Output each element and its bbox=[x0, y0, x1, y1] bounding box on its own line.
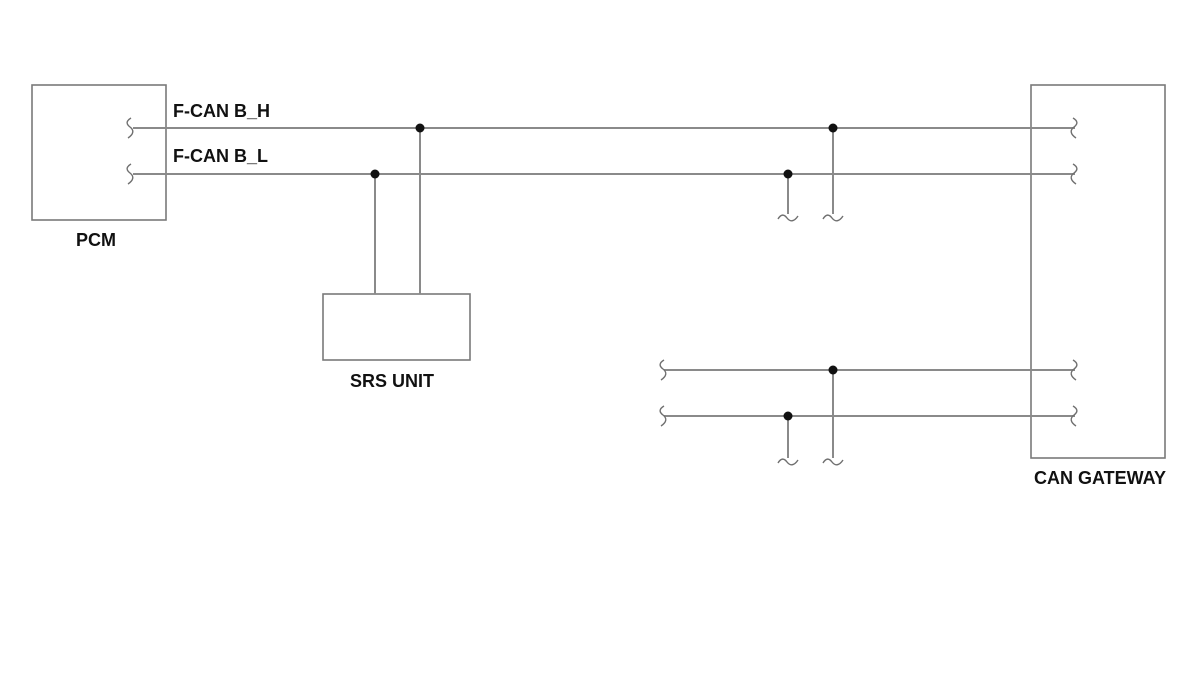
junction-dot bbox=[370, 169, 380, 179]
srs-unit-label: SRS UNIT bbox=[350, 371, 434, 391]
wire-break-icon bbox=[1070, 163, 1078, 185]
junction-dot bbox=[783, 169, 793, 179]
pcm-box bbox=[31, 84, 167, 221]
wire-break-icon bbox=[1070, 405, 1078, 427]
f-can-b-h-label: F-CAN B_H bbox=[173, 101, 270, 121]
wire-break-icon bbox=[659, 405, 667, 427]
wire-break-icon bbox=[126, 117, 134, 139]
can-gateway-box bbox=[1030, 84, 1166, 459]
wire-break-icon bbox=[777, 458, 799, 466]
junction-dot bbox=[415, 123, 425, 133]
wire-break-icon bbox=[1070, 117, 1078, 139]
f-can-b-l-label: F-CAN B_L bbox=[173, 146, 268, 166]
wire-break-icon bbox=[777, 214, 799, 222]
wire-break-icon bbox=[822, 458, 844, 466]
pcm-label: PCM bbox=[76, 230, 116, 250]
wire-break-icon bbox=[659, 359, 667, 381]
junction-dot bbox=[828, 365, 838, 375]
junction-dot bbox=[783, 411, 793, 421]
wire-break-icon bbox=[1070, 359, 1078, 381]
junction-dot bbox=[828, 123, 838, 133]
wire-break-icon bbox=[126, 163, 134, 185]
srs-unit-box bbox=[322, 293, 471, 361]
wire-break-icon bbox=[822, 214, 844, 222]
can-gateway-label: CAN GATEWAY bbox=[1034, 468, 1166, 488]
